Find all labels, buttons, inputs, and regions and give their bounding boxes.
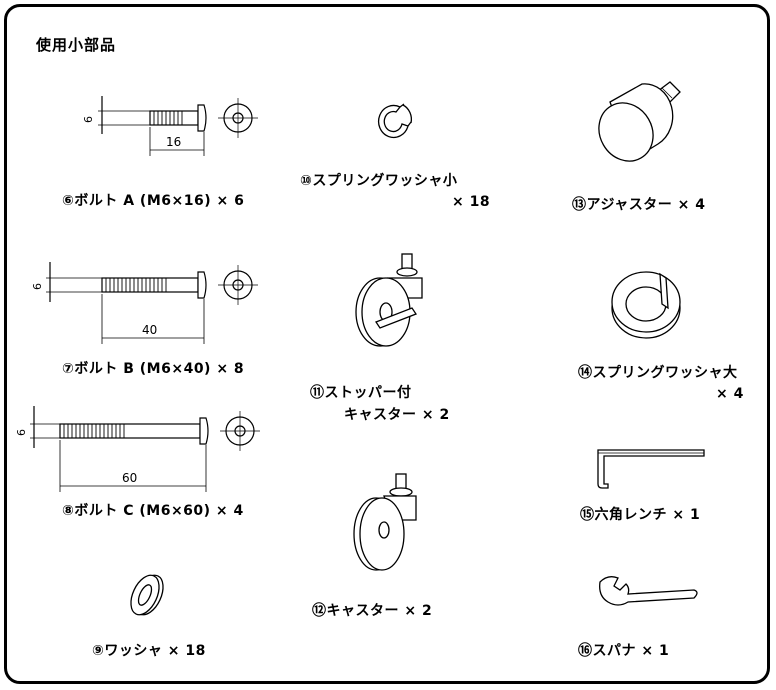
bolt-c-drawing: 6 60 [15, 406, 260, 492]
svg-text:6: 6 [82, 116, 95, 123]
spring-washer-small-label-1: ⑩スプリングワッシャ小 [300, 173, 458, 189]
adjuster-label: ⑬アジャスター × 4 [572, 197, 706, 213]
spring-washer-large-label-1: ⑭スプリングワッシャ大 [578, 365, 738, 381]
spanner-drawing [599, 576, 698, 606]
bolt-b-label: ⑦ボルト B (M6×40) × 8 [62, 361, 245, 377]
section-title: 使用小部品 [36, 36, 117, 54]
svg-text:60: 60 [122, 471, 137, 485]
bolt-b-drawing: 6 40 [31, 262, 258, 344]
washer-drawing [130, 574, 164, 616]
hex-wrench-drawing [597, 449, 705, 489]
spring-washer-small-drawing [377, 103, 413, 139]
svg-text:6: 6 [15, 429, 28, 436]
adjuster-drawing [598, 81, 681, 162]
bolt-c-label: ⑧ボルト C (M6×60) × 4 [62, 503, 244, 519]
bolt-a-drawing: 6 16 [82, 96, 258, 156]
caster-stopper-label-2: キャスター × 2 [344, 407, 450, 423]
spring-washer-small-label-2: × 18 [452, 194, 491, 210]
spanner-label: ⑯スパナ × 1 [578, 643, 670, 659]
svg-text:6: 6 [31, 283, 44, 290]
svg-text:40: 40 [142, 323, 157, 337]
washer-label: ⑨ワッシャ × 18 [92, 643, 206, 659]
caster-drawing [353, 473, 417, 571]
spring-washer-large-label-2: × 4 [716, 386, 744, 402]
caster-stopper-label-1: ⑪ストッパー付 [310, 385, 412, 401]
svg-text:16: 16 [166, 135, 181, 149]
parts-frame [4, 4, 770, 684]
spring-washer-large-drawing [611, 271, 681, 339]
hex-wrench-label: ⑮六角レンチ × 1 [580, 507, 701, 523]
caster-stopper-drawing [355, 253, 423, 347]
bolt-a-label: ⑥ボルト A (M6×16) × 6 [62, 193, 245, 209]
caster-label: ⑫キャスター × 2 [312, 603, 433, 619]
